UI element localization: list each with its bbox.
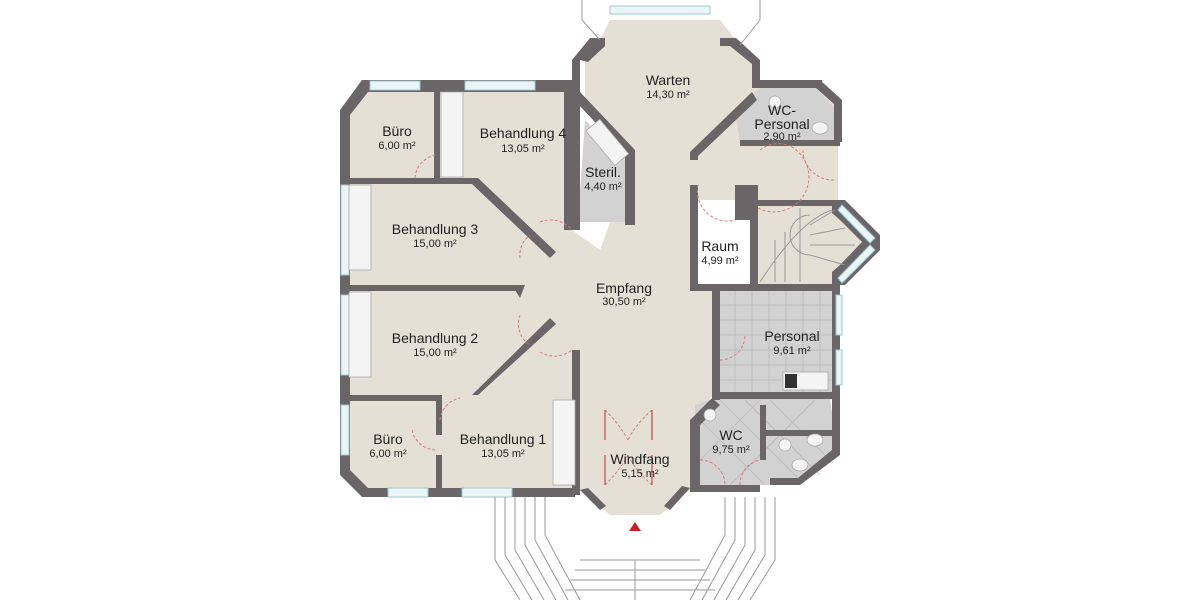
entrance-arrow-icon bbox=[629, 522, 641, 531]
room-area-behandlung-2: 15,00 m² bbox=[413, 347, 457, 359]
room-name-buero-bottom: Büro bbox=[373, 431, 403, 447]
room-area-behandlung-3: 15,00 m² bbox=[413, 238, 457, 250]
room-name-raum: Raum bbox=[701, 238, 738, 254]
room-name-wc-personal: WC- bbox=[768, 102, 796, 118]
room-area-wc-personal: 2,90 m² bbox=[763, 131, 801, 143]
room-area-empfang: 30,50 m² bbox=[602, 296, 646, 308]
room-name-buero-top: Büro bbox=[382, 123, 412, 139]
room-name-windfang: Windfang bbox=[610, 451, 669, 467]
doors bbox=[411, 143, 836, 486]
room-name-empfang: Empfang bbox=[596, 280, 652, 296]
room-area-warten: 14,30 m² bbox=[646, 89, 690, 101]
room-name-personal: Personal bbox=[764, 328, 819, 344]
room-area-buero-bottom: 6,00 m² bbox=[369, 448, 407, 460]
room-area-behandlung-4: 13,05 m² bbox=[501, 143, 545, 155]
room-name-behandlung-3: Behandlung 3 bbox=[392, 221, 479, 237]
room-area-behandlung-1: 13,05 m² bbox=[481, 448, 525, 460]
fixtures bbox=[348, 91, 829, 486]
inner-staircase bbox=[759, 208, 855, 283]
room-name-wc: WC bbox=[719, 427, 742, 443]
windows bbox=[340, 5, 876, 498]
room-area-buero-top: 6,00 m² bbox=[378, 140, 416, 152]
room-area-wc: 9,75 m² bbox=[712, 444, 750, 456]
walls bbox=[340, 38, 880, 510]
room-name-warten: Warten bbox=[646, 72, 691, 88]
room-name-steril: Steril. bbox=[585, 164, 621, 180]
room-name-wc-personal-2: Personal bbox=[754, 116, 809, 132]
room-area-windfang: 5,15 m² bbox=[621, 468, 659, 480]
room-labels: Büro 6,00 m² Behandlung 4 13,05 m² Warte… bbox=[369, 72, 819, 480]
room-name-behandlung-1: Behandlung 1 bbox=[460, 431, 547, 447]
entrance-steps bbox=[494, 0, 776, 600]
room-area-steril: 4,40 m² bbox=[584, 181, 622, 193]
room-area-personal: 9,61 m² bbox=[773, 345, 811, 357]
room-area-raum: 4,99 m² bbox=[701, 255, 739, 267]
room-name-behandlung-4: Behandlung 4 bbox=[480, 125, 567, 141]
room-name-behandlung-2: Behandlung 2 bbox=[392, 330, 479, 346]
